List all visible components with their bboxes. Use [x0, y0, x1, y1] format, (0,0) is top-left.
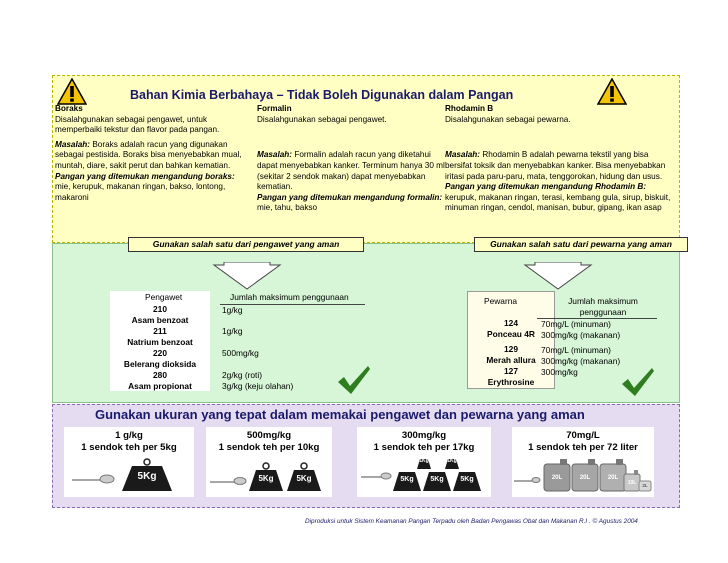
dose-value: 500mg/kg: [246, 430, 292, 441]
warning-icon: [597, 78, 627, 105]
small-weight-icon: [445, 459, 459, 469]
dose-value: 1 g/kg: [115, 430, 143, 441]
column-header: Formalin: [257, 104, 292, 113]
spoon-label: 1 sendok teh per 17kg: [373, 442, 475, 453]
column-header: Boraks: [55, 104, 83, 113]
weight-label: 5Kg: [137, 471, 157, 482]
volume-label: 10L: [627, 480, 637, 486]
pengawet-banner: Gunakan salah satu dari pengawet yang am…: [128, 237, 364, 252]
pengawet-name-column: [110, 291, 210, 391]
table-divider: [537, 318, 657, 319]
boraks-column: Boraks Disalahgunakan sebagai pengawet, …: [55, 104, 251, 203]
weight-icon: [287, 462, 321, 491]
pengawet-header: Pengawet: [145, 292, 183, 302]
page-title: Bahan Kimia Berbahaya – Tidak Boleh Digu…: [130, 88, 514, 102]
dose-value: 300mg/kg: [401, 430, 447, 441]
volume-label: 2L: [642, 483, 648, 488]
weight-label: 5Kg: [296, 474, 312, 483]
jerrycan-icon: [638, 480, 652, 492]
jerrycan-icon: [543, 459, 571, 492]
weight-icon: [423, 472, 451, 491]
pewarna-banner: Gunakan salah satu dari pewarna yang ama…: [474, 237, 688, 252]
small-weight-label: 1Kg: [419, 458, 429, 464]
weight-icon: [393, 472, 421, 491]
dose-value: 70mg/L: [566, 430, 600, 441]
volume-label: 20L: [607, 475, 619, 481]
arrow-down-icon: [523, 262, 593, 290]
table-divider: [220, 304, 365, 305]
weight-icon: [122, 458, 172, 491]
check-icon: [338, 366, 370, 394]
pewarna-row-amount: 70mg/L (minuman) 300mg/kg (makanan): [541, 319, 621, 340]
pengawet-row-amount: 1g/kg: [222, 305, 243, 315]
pengawet-row-amount: 2g/kg (roti) 3g/kg (keju olahan): [222, 370, 294, 391]
weight-label: 5Kg: [460, 476, 474, 483]
pewarna-row-amount: 70mg/L (minuman) 300mg/kg (makanan): [541, 345, 621, 366]
weight-icon: [453, 472, 481, 491]
pewarna-row-name: 127 Erythrosine: [487, 366, 535, 387]
spoon-icon: [72, 474, 115, 484]
volume-label: 20L: [579, 475, 591, 481]
jumlah-header: Jumlah maksimum penggunaan: [230, 292, 349, 302]
check-icon: [622, 368, 654, 396]
pewarna-row-amount: 300mg/kg: [541, 367, 578, 377]
masalah-text: Masalah: Boraks adalah racun yang diguna…: [55, 139, 242, 170]
dosage-title: Gunakan ukuran yang tepat dalam memakai …: [95, 407, 585, 422]
spoon-label: 1 sendok teh per 72 liter: [528, 442, 638, 453]
pewarna-row-name: 124 Ponceau 4R: [487, 318, 535, 339]
spoon-icon: [361, 472, 392, 480]
pangan-text: Pangan yang ditemukan mengandung Rhodami…: [445, 182, 671, 213]
rhodamin-column: Rhodamin B Disalahgunakan sebagai pewarn…: [445, 104, 671, 214]
weight-label: 5Kg: [258, 474, 274, 483]
small-weight-icon: [417, 459, 431, 469]
pewarna-row-name: 129 Merah allura: [486, 344, 536, 365]
pangan-text: Pangan yang ditemukan mengandung boraks:…: [55, 171, 235, 202]
spoon-label: 1 sendok teh per 10kg: [218, 442, 320, 453]
weight-icon: [249, 462, 283, 491]
volume-label: 20L: [551, 475, 563, 481]
spoon-icon: [210, 477, 247, 485]
formalin-column: Formalin Disalahgunakan sebagai pengawet…: [257, 104, 447, 214]
column-header: Rhodamin B: [445, 104, 494, 113]
pengawet-row-name: 280 Asam propionat: [128, 370, 192, 391]
pengawet-row-name: 211 Natrium benzoat: [127, 326, 193, 347]
pengawet-row-amount: 500mg/kg: [222, 348, 259, 358]
masalah-text: Masalah: Rhodamin B adalah pewarna tekst…: [445, 150, 666, 181]
column-description: Disalahgunakan sebagai pengawet.: [257, 114, 387, 124]
masalah-text: Masalah: Formalin adalah racun yang dike…: [257, 150, 445, 192]
spoon-label: 1 sendok teh per 5kg: [81, 442, 177, 453]
weight-label: 5Kg: [400, 476, 414, 483]
pewarna-name-column: [467, 291, 555, 389]
small-weight-label: 1Kg: [447, 458, 457, 464]
column-description: Disalahgunakan sebagai pengawet, untuk m…: [55, 114, 220, 135]
arrow-down-icon: [212, 262, 282, 290]
weight-label: 5Kg: [430, 476, 444, 483]
pengawet-row-name: 210 Asam benzoat: [131, 304, 189, 325]
pangan-text: Pangan yang ditemukan mengandung formali…: [257, 192, 443, 213]
credit-text: Diproduksi untuk Sistem Keamanan Pangan …: [305, 518, 638, 525]
pewarna-header: Pewarna: [484, 296, 518, 306]
spoon-icon: [514, 477, 541, 483]
column-description: Disalahgunakan sebagai pewarna.: [445, 114, 571, 124]
hazard-panel: [52, 75, 680, 243]
pengawet-row-amount: 1g/kg: [222, 326, 243, 336]
warning-icon: [57, 78, 87, 105]
jerrycan-icon: [571, 459, 599, 492]
pengawet-row-name: 220 Belerang dioksida: [123, 348, 197, 369]
jumlah-header: Jumlah maksimum penggunaan: [568, 296, 638, 317]
